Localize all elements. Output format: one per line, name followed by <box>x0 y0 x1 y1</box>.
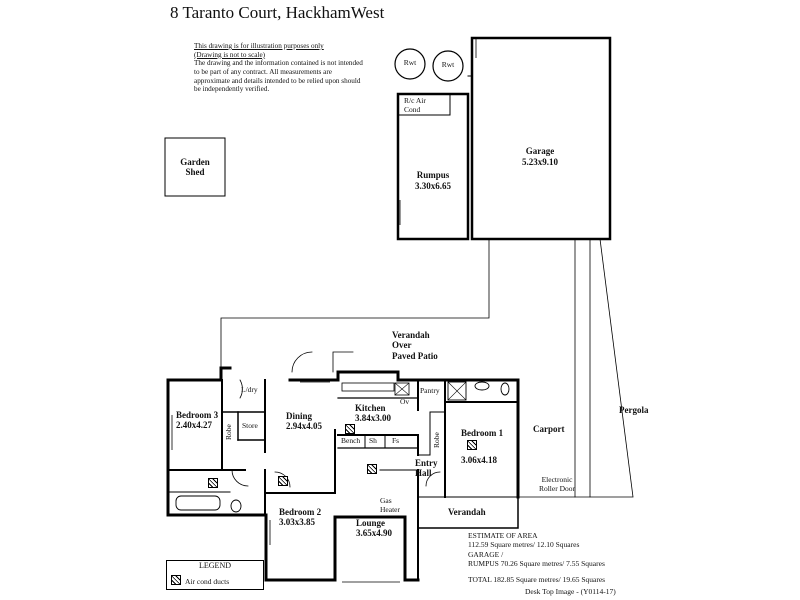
pantry-label: Pantry <box>420 386 440 395</box>
laundry-label: L/dry <box>241 385 258 394</box>
rainwater-tank-2 <box>432 50 464 82</box>
rumpus-outline <box>396 92 470 241</box>
patio-outline <box>220 238 490 369</box>
air-duct-icon <box>367 464 377 474</box>
rainwater-tank-1 <box>394 48 426 80</box>
legend-title: LEGEND <box>199 561 231 570</box>
air-duct-icon <box>278 476 288 486</box>
rc-air-cond-label: R/c Air Cond <box>404 96 426 114</box>
estimate-heading: ESTIMATE OF AREA <box>468 531 538 540</box>
air-duct-icon <box>345 424 355 434</box>
pergola-sides <box>589 238 634 498</box>
oven-label: Ov <box>400 397 410 406</box>
gas-heater-label: Gas Heater <box>380 496 400 514</box>
dining-label: Dining <box>286 411 313 421</box>
disclaimer-line2: (Drawing is not to scale) <box>194 50 266 59</box>
legend-item-label: Air cond ducts <box>185 577 230 586</box>
garden-shed-outline <box>164 137 226 197</box>
entry-hall-label: Entry Hall <box>415 458 438 479</box>
page-title: 8 Taranto Court, HackhamWest <box>170 3 385 22</box>
bedroom2-dimensions: 3.03x3.85 <box>279 517 315 527</box>
kitchen-dimensions: 3.84x3.00 <box>355 413 391 423</box>
store-label: Store <box>242 421 258 430</box>
fs-label: Fs <box>392 436 400 445</box>
estimate-total: TOTAL 182.85 Square metres/ 19.65 Square… <box>468 574 606 584</box>
bedroom1-label: Bedroom 1 <box>461 428 504 438</box>
house-outer-wall <box>166 378 420 582</box>
front-verandah-label: Verandah <box>448 507 486 517</box>
rwt-label-1: Rwt <box>403 58 417 67</box>
disclaimer-body: The drawing and the information containe… <box>194 59 363 94</box>
bedroom3-label: Bedroom 3 <box>176 410 219 420</box>
bedroom1-dimensions: 3.06x4.18 <box>461 455 497 465</box>
legend-item: Air cond ducts <box>171 575 229 586</box>
bedroom3-dimensions: 2.40x4.27 <box>176 420 212 430</box>
robe-label-1: Robe <box>224 424 233 440</box>
robe-label-2: Robe <box>432 432 441 448</box>
garage-label: Garage <box>525 146 555 156</box>
garage-outline <box>470 36 612 241</box>
sh-label: Sh <box>369 436 377 445</box>
bench-label: Bench <box>341 436 361 445</box>
garage-dimensions: 5.23x9.10 <box>522 157 558 167</box>
estimate-garage-rumpus: RUMPUS 70.26 Square metres/ 7.55 Squares <box>468 559 605 569</box>
verandah-patio-label: Verandah Over Paved Patio <box>392 330 438 361</box>
rumpus-dimensions: 3.30x6.65 <box>415 181 451 191</box>
lounge-dimensions: 3.65x4.90 <box>356 528 392 538</box>
air-duct-icon <box>171 575 181 585</box>
disclaimer: This drawing is for illustration purpose… <box>194 42 364 94</box>
rwt-label-2: Rwt <box>441 60 455 69</box>
pergola-label: Pergola <box>619 405 649 415</box>
air-duct-icon <box>208 478 218 488</box>
disclaimer-line1: This drawing is for illustration purpose… <box>194 42 324 50</box>
area-estimate: ESTIMATE OF AREA 112.59 Square metres/ 1… <box>468 531 605 584</box>
rumpus-label: Rumpus <box>416 170 450 180</box>
kitchen-label: Kitchen <box>355 403 386 413</box>
footer-note: Desk Top Image - (Y0114-17) <box>525 587 616 596</box>
roller-door-label: Electronic Roller Door <box>538 475 576 493</box>
estimate-garage-label: GARAGE / <box>468 549 504 559</box>
carport-label: Carport <box>533 424 565 434</box>
legend: LEGEND Air cond ducts <box>166 560 264 590</box>
dining-dimensions: 2.94x4.05 <box>286 421 322 431</box>
bedroom2-label: Bedroom 2 <box>279 507 322 517</box>
lounge-label: Lounge <box>356 518 386 528</box>
estimate-house: 112.59 Square metres/ 12.10 Squares <box>468 540 580 550</box>
garden-shed-label: Garden Shed <box>180 157 210 178</box>
air-duct-icon <box>467 440 477 450</box>
